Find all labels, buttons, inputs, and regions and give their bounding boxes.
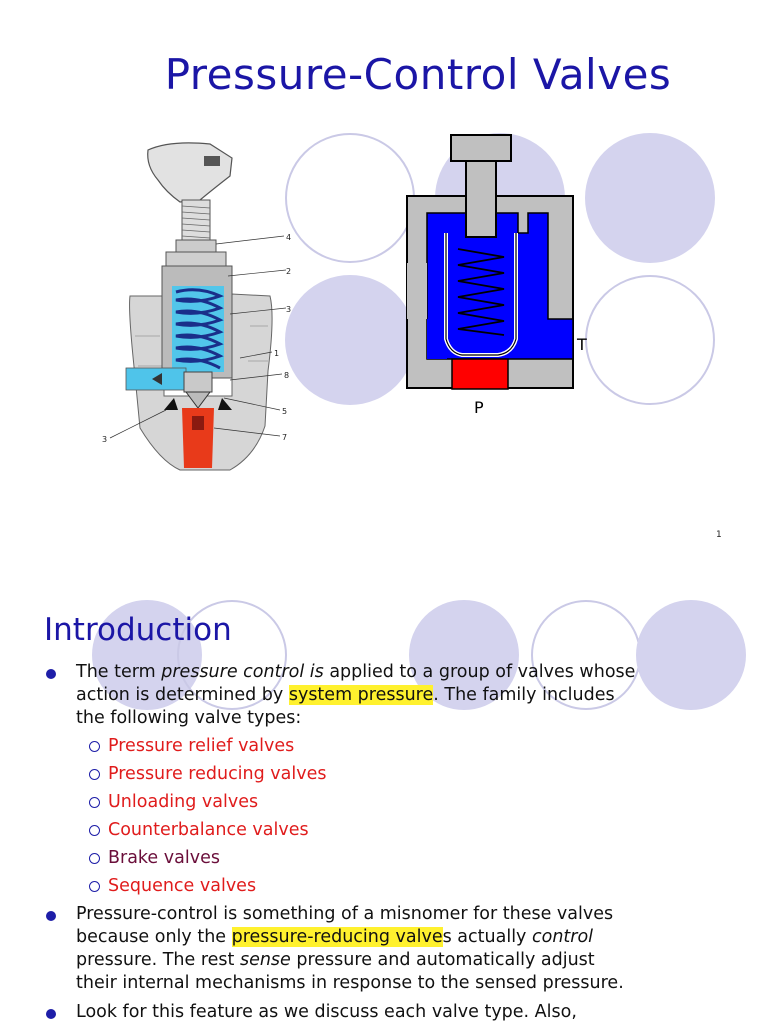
slide-title: Introduction	[44, 612, 232, 648]
bullet-line: Pressure-control is something of a misno…	[76, 904, 613, 925]
text-run: applied to a group of valves whose	[323, 662, 636, 682]
text-run: s actually	[442, 927, 532, 947]
text-run: the following valve types:	[76, 708, 302, 728]
sub-bullet-marker	[89, 741, 100, 752]
valve-type-item: Pressure reducing valves	[108, 764, 327, 784]
bullet-line: because only the pressure-reducing valve…	[76, 927, 593, 948]
bullet-marker	[46, 1009, 56, 1019]
callout-label: 2	[286, 267, 291, 276]
decor-circle	[285, 275, 415, 405]
decor-circle	[636, 600, 746, 710]
sub-bullet-marker	[89, 797, 100, 808]
bullet-line: The term pressure control is applied to …	[76, 662, 635, 683]
valve-type-item: Sequence valves	[108, 876, 257, 896]
text-run: action is determined by	[76, 685, 289, 705]
highlighted-text: pressure-reducing valve	[231, 927, 443, 947]
text-run: pressure and automatically adjust	[290, 950, 595, 970]
bullet-line: the following valve types:	[76, 708, 301, 729]
text-run: . The family includes	[433, 685, 615, 705]
decor-circle	[285, 133, 415, 263]
text-run: because only the	[76, 927, 232, 947]
callout-label: 1	[274, 349, 279, 358]
sub-bullet-marker	[89, 769, 100, 780]
callout-label: 3	[102, 435, 107, 444]
sub-bullet-marker	[89, 881, 100, 892]
valve-type-item: Pressure relief valves	[108, 736, 295, 756]
decor-circle	[585, 275, 715, 405]
text-run: pressure. The rest	[76, 950, 240, 970]
slide-title: Pressure-Control Valves	[164, 50, 672, 99]
valve-type-item: Unloading valves	[108, 792, 259, 812]
bullet-line: their internal mechanisms in response to…	[76, 973, 624, 994]
pressure-port-label: P	[474, 398, 484, 417]
callout-label: 4	[286, 233, 291, 242]
valve-type-item: Brake valves	[108, 848, 220, 868]
relief-valve-schematic: T P	[406, 134, 587, 417]
bullet-line: pressure. The rest sense pressure and au…	[76, 950, 595, 971]
callout-label: 3	[286, 305, 291, 314]
text-run: Look for this feature as we discuss each…	[76, 1002, 577, 1022]
emphasis-text: control	[531, 927, 594, 947]
bullet-marker	[46, 911, 56, 921]
callout-label: 8	[284, 371, 289, 380]
callout-label: 7	[282, 433, 287, 442]
decor-circle	[585, 133, 715, 263]
bullet-marker	[46, 669, 56, 679]
page-number: 1	[716, 530, 722, 540]
tank-port-label: T	[576, 335, 587, 354]
callout-label: 5	[282, 407, 287, 416]
text-run: Pressure-control is something of a misno…	[76, 904, 614, 924]
slide-1: Pressure-Control Valves	[102, 50, 722, 540]
decor-circle	[177, 600, 287, 710]
bullet-line: action is determined by system pressure.…	[76, 685, 615, 706]
sub-bullet-marker	[89, 825, 100, 836]
emphasis-text: sense	[239, 950, 291, 970]
highlighted-text: system pressure	[288, 685, 434, 705]
valve-type-item: Counterbalance valves	[108, 820, 309, 840]
text-run: The term	[76, 662, 162, 682]
relief-valve-cutaway-image: 4 2 3 1 8 5 7 3	[102, 142, 291, 471]
slide-2: Introduction The term pressure control i…	[0, 580, 768, 1024]
text-run: their internal mechanisms in response to…	[76, 973, 624, 993]
sub-bullet-marker	[89, 853, 100, 864]
bullet-line: Look for this feature as we discuss each…	[76, 1002, 577, 1023]
emphasis-text: pressure control is	[161, 662, 324, 682]
